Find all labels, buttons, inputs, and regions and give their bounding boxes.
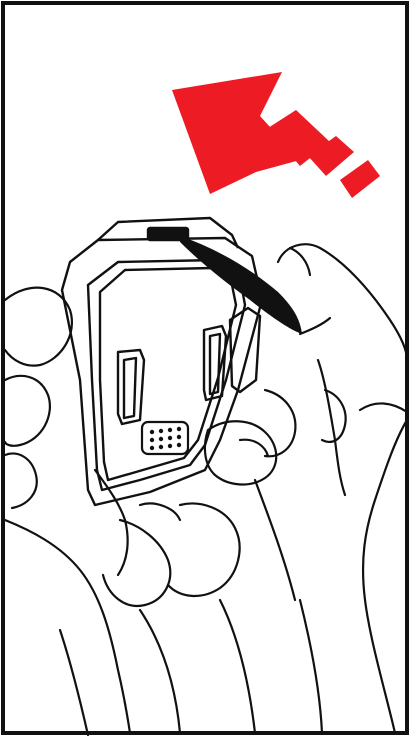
left-hand-icon [5,288,180,735]
contact-pins-icon [142,422,188,454]
removal-direction-arrow-icon [172,72,380,198]
